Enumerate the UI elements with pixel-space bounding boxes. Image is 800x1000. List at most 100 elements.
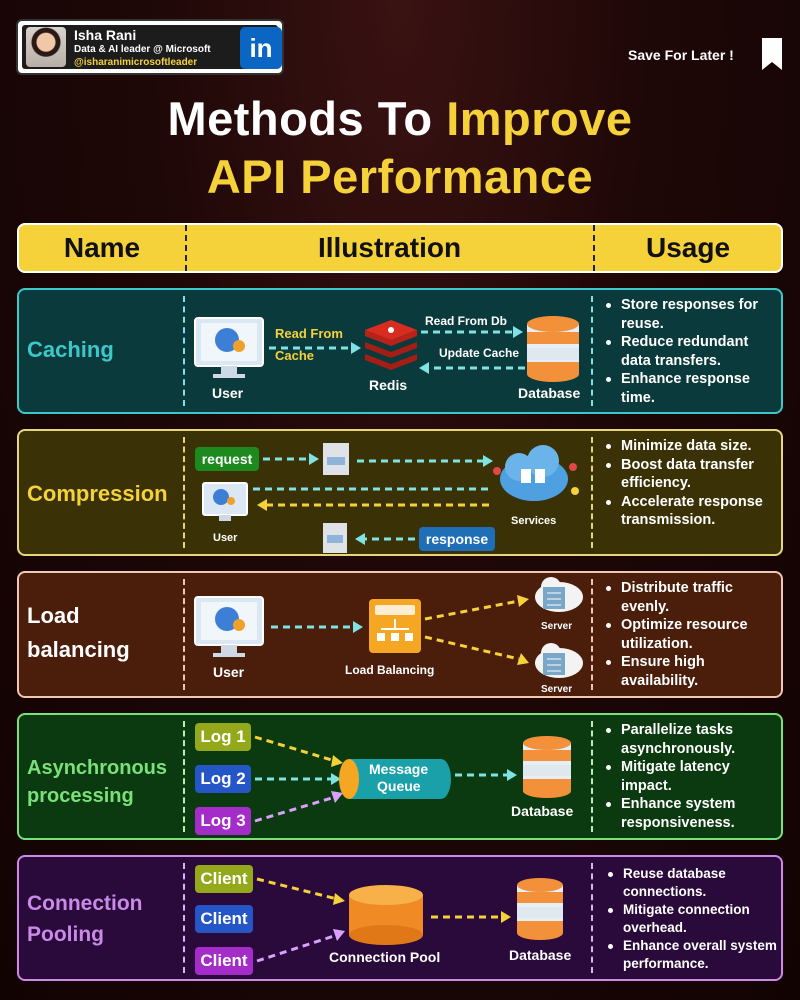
usage-item: Store responses for reuse. (601, 296, 779, 333)
async-illustration (254, 735, 571, 823)
log-badge: Log 3 (195, 807, 251, 835)
arrow-label: Cache (275, 348, 315, 363)
method-name-line1: Load (27, 603, 80, 628)
connection-pool-icon (349, 885, 423, 945)
usage-item: Mitigate connection overhead. (603, 901, 781, 937)
database-label: Database (511, 803, 574, 819)
usage-item: Enhance system responsiveness. (601, 795, 779, 832)
column-divider (183, 296, 185, 406)
row-compression: Compression request response (17, 429, 783, 556)
column-header-usage: Usage (645, 232, 731, 263)
save-for-later-label[interactable]: Save For Later ! (628, 47, 734, 63)
method-name-line2: Pooling (27, 923, 104, 946)
header-divider (185, 225, 187, 271)
profile-name: Isha Rani (74, 27, 137, 43)
database-icon (527, 316, 579, 382)
table-header: Name Illustration Usage (17, 223, 783, 273)
load-balancer-label: Load Balancing (345, 663, 435, 677)
server-cloud-icon (535, 577, 583, 612)
request-badge: request (195, 447, 259, 471)
cloud-services-icon (493, 445, 579, 501)
column-header-illustration: Illustration (317, 232, 462, 263)
user-label: User (213, 532, 238, 544)
profile-handle: @isharanimicrosoftleader (74, 57, 198, 68)
load-balancer-icon (369, 599, 421, 653)
column-divider (591, 296, 593, 406)
redis-icon (365, 320, 417, 370)
column-divider (591, 437, 593, 548)
usage-item: Enhance overall system performance. (603, 937, 781, 973)
page-title-line2: API Performance (206, 150, 594, 203)
message-queue-icon (339, 759, 451, 799)
column-divider (183, 863, 185, 973)
client-badge: Client (195, 865, 253, 893)
load-balancing-illustration (194, 577, 583, 678)
user-computer-icon (202, 482, 248, 521)
usage-item: Distribute traffic evenly. (601, 579, 779, 616)
user-label: User (212, 385, 244, 401)
redis-label: Redis (369, 377, 408, 393)
database-label: Database (509, 947, 572, 963)
method-name-line1: Connection (27, 892, 143, 915)
avatar (26, 27, 66, 67)
usage-item: Reduce redundant data transfers. (601, 333, 779, 370)
column-header-name: Name (63, 232, 141, 263)
arrow-label: Update Cache (439, 346, 520, 360)
arrow-label: Read From (275, 326, 343, 341)
column-divider (183, 437, 185, 548)
user-computer-icon (194, 596, 264, 657)
linkedin-icon[interactable]: in (240, 27, 282, 69)
page-title-line1: Methods To Improve (0, 91, 800, 146)
zip-file-icon (323, 523, 347, 553)
header-divider (593, 225, 595, 271)
arrow-label: Read From Db (425, 314, 508, 328)
method-name: Caching (27, 337, 114, 362)
user-label: User (213, 664, 245, 680)
usage-list: Reuse database connections. Mitigate con… (603, 865, 781, 973)
method-name-line2: balancing (27, 637, 130, 662)
log-badge: Log 2 (195, 765, 251, 793)
client-badge: Client (195, 947, 253, 975)
client-badge: Client (195, 905, 253, 933)
queue-label: Message (369, 761, 429, 777)
title-yellow-part: Improve (446, 92, 633, 145)
profile-title: Data & AI leader @ Microsoft (74, 44, 211, 55)
method-name: Compression (27, 481, 168, 506)
method-name-line1: Asynchronous (27, 757, 168, 779)
usage-list: Distribute traffic evenly. Optimize reso… (601, 579, 779, 690)
caching-illustration (194, 316, 579, 382)
usage-item: Parallelize tasks asynchronously. (601, 721, 779, 758)
database-icon (517, 878, 563, 940)
row-load-balancing: Load balancing (17, 571, 783, 698)
profile-card[interactable]: Isha Rani Data & AI leader @ Microsoft @… (16, 19, 284, 75)
connection-pool-label: Connection Pool (329, 949, 441, 965)
row-connection-pooling: Connection Pooling Client Client Client … (17, 855, 783, 981)
column-divider (591, 721, 593, 832)
usage-list: Minimize data size. Boost data transfer … (601, 437, 779, 530)
column-divider (591, 863, 593, 973)
usage-list: Parallelize tasks asynchronously. Mitiga… (601, 721, 779, 832)
bookmark-icon[interactable] (760, 38, 784, 72)
server-label: Server (541, 621, 573, 632)
usage-item: Minimize data size. (601, 437, 779, 456)
zip-file-icon (323, 443, 349, 475)
row-caching: Caching (17, 288, 783, 414)
usage-item: Ensure high availability. (601, 653, 779, 690)
usage-item: Reuse database connections. (603, 865, 781, 901)
usage-item: Mitigate latency impact. (601, 758, 779, 795)
server-label: Server (541, 684, 573, 695)
column-divider (183, 721, 185, 832)
usage-item: Enhance response time. (601, 370, 779, 407)
queue-label: Queue (377, 778, 421, 794)
services-label: Services (511, 515, 557, 527)
usage-item: Boost data transfer efficiency. (601, 456, 779, 493)
row-asynchronous-processing: Asynchronous processing Log 1 Log 2 Log … (17, 713, 783, 840)
database-icon (523, 736, 571, 798)
usage-list: Store responses for reuse. Reduce redund… (601, 296, 779, 407)
response-badge: response (419, 527, 495, 551)
compression-illustration (202, 443, 579, 553)
connection-pooling-illustration (256, 877, 563, 963)
usage-item: Accelerate response transmission. (601, 493, 779, 530)
server-cloud-icon (535, 643, 583, 678)
title-white-part: Methods To (167, 92, 447, 145)
